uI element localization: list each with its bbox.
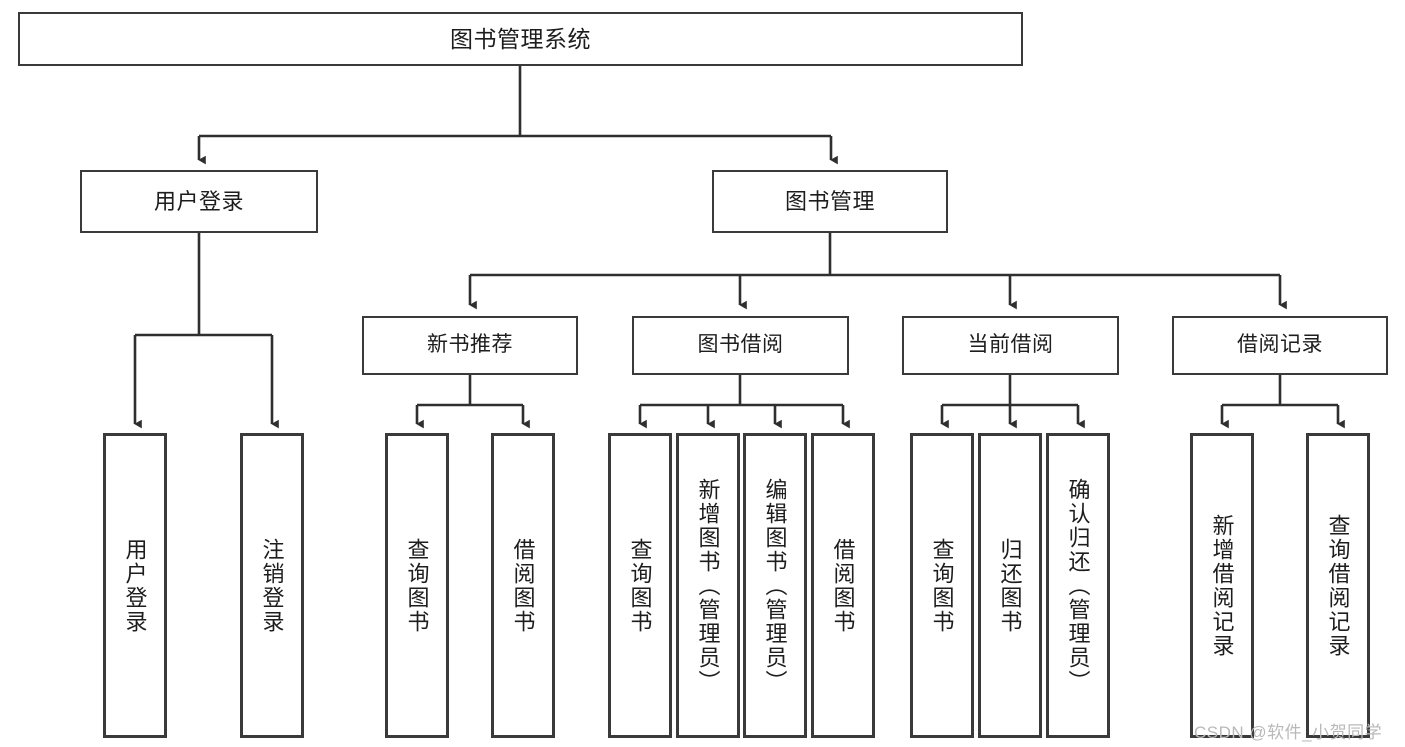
leaf-recommend-query-book-label: 查询图书	[404, 537, 430, 634]
leaf-user-logout-label: 注销登录	[259, 537, 285, 634]
leaf-record-query-record-label: 查询借阅记录	[1325, 513, 1351, 658]
leaf-record-add-record-label: 新增借阅记录	[1209, 513, 1235, 658]
leaf-current-confirm-return[interactable]: 确认归还（管理员）	[1046, 433, 1110, 738]
leaf-user-logout[interactable]: 注销登录	[240, 433, 304, 738]
watermark-text: CSDN @软件_小贺同学	[1194, 723, 1383, 742]
leaf-current-confirm-return-label: 确认归还（管理员）	[1065, 477, 1091, 694]
leaf-borrow-borrow-book[interactable]: 借阅图书	[811, 433, 875, 738]
node-book-management-label: 图书管理	[784, 188, 875, 214]
leaf-borrow-query-book[interactable]: 查询图书	[608, 433, 672, 738]
node-current-borrow[interactable]: 当前借阅	[902, 316, 1119, 375]
leaf-current-query-book-label: 查询图书	[929, 537, 955, 634]
node-book-borrow-label: 图书借阅	[697, 333, 784, 357]
node-borrow-record-label: 借阅记录	[1237, 333, 1323, 357]
leaf-borrow-edit-book[interactable]: 编辑图书（管理员）	[743, 433, 807, 738]
leaf-recommend-borrow-book[interactable]: 借阅图书	[491, 433, 555, 738]
leaf-current-return-book-label: 归还图书	[997, 537, 1023, 634]
node-borrow-record[interactable]: 借阅记录	[1172, 316, 1388, 375]
leaf-borrow-borrow-book-label: 借阅图书	[830, 537, 856, 634]
leaf-current-return-book[interactable]: 归还图书	[978, 433, 1042, 738]
leaf-record-query-record[interactable]: 查询借阅记录	[1306, 433, 1370, 738]
node-current-borrow-label: 当前借阅	[967, 333, 1054, 357]
leaf-user-login-label: 用户登录	[122, 537, 148, 634]
leaf-current-query-book[interactable]: 查询图书	[910, 433, 974, 738]
leaf-user-login[interactable]: 用户登录	[103, 433, 167, 738]
node-root-label: 图书管理系统	[450, 25, 591, 52]
leaf-borrow-edit-book-label: 编辑图书（管理员）	[762, 477, 788, 694]
leaf-recommend-borrow-book-label: 借阅图书	[510, 537, 536, 634]
node-root[interactable]: 图书管理系统	[18, 12, 1023, 66]
leaf-recommend-query-book[interactable]: 查询图书	[385, 433, 449, 738]
node-user-login-label: 用户登录	[153, 188, 244, 214]
leaf-borrow-query-book-label: 查询图书	[627, 537, 653, 634]
node-user-login[interactable]: 用户登录	[80, 170, 318, 233]
node-new-book-recommend-label: 新书推荐	[427, 333, 513, 357]
leaf-borrow-add-book[interactable]: 新增图书（管理员）	[676, 433, 740, 738]
node-new-book-recommend[interactable]: 新书推荐	[362, 316, 578, 375]
leaf-record-add-record[interactable]: 新增借阅记录	[1190, 433, 1254, 738]
leaf-borrow-add-book-label: 新增图书（管理员）	[695, 477, 721, 694]
node-book-management[interactable]: 图书管理	[712, 170, 948, 233]
node-book-borrow[interactable]: 图书借阅	[632, 316, 849, 375]
